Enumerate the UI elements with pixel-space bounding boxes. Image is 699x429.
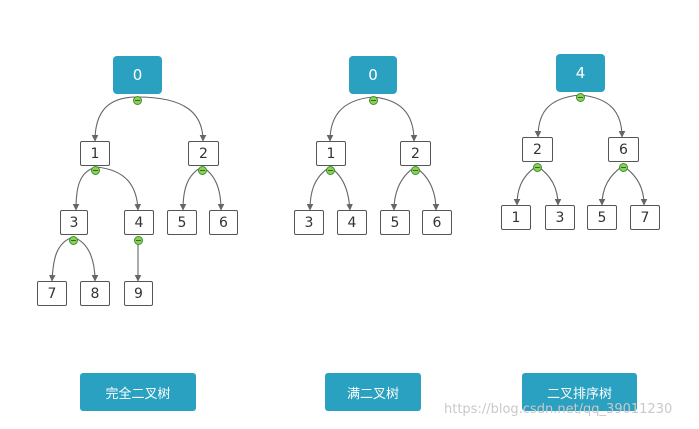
edge-t1-3-7 xyxy=(49,236,74,282)
tree3-node-5[interactable]: 5 xyxy=(587,205,617,230)
tree1-node-5[interactable]: 5 xyxy=(167,210,197,235)
tree2-node-6[interactable]: 6 xyxy=(422,210,452,235)
edge-t2-0-1 xyxy=(326,96,374,142)
tree3-node-1[interactable]: 1 xyxy=(501,205,531,230)
tree2-node-0[interactable]: 0 xyxy=(349,56,397,94)
edge-t2-0-2 xyxy=(372,96,418,142)
collapse-icon[interactable] xyxy=(533,163,542,172)
tree1-node-0[interactable]: 0 xyxy=(113,56,162,94)
collapse-icon[interactable] xyxy=(198,166,207,175)
collapse-icon[interactable] xyxy=(91,166,100,175)
tree1-node-1[interactable]: 1 xyxy=(80,141,110,166)
edge-t1-0-2 xyxy=(136,96,207,142)
edge-t1-0-1 xyxy=(91,96,138,142)
collapse-icon[interactable] xyxy=(134,236,143,245)
tree3-node-2[interactable]: 2 xyxy=(522,137,553,162)
tree2-node-1[interactable]: 1 xyxy=(316,141,346,166)
edge-t3-2-3 xyxy=(536,165,562,206)
collapse-icon[interactable] xyxy=(69,236,78,245)
edge-t3-2-1 xyxy=(513,165,538,206)
caption-complete-binary-tree: 完全二叉树 xyxy=(80,373,196,411)
tree1-node-7[interactable]: 7 xyxy=(37,281,67,306)
tree3-node-6[interactable]: 6 xyxy=(608,137,639,162)
collapse-icon[interactable] xyxy=(619,163,628,172)
tree2-node-2[interactable]: 2 xyxy=(400,141,431,166)
tree1-node-4[interactable]: 4 xyxy=(124,210,154,235)
watermark-url: https://blog.csdn.net/qq_39011230 xyxy=(444,402,673,417)
collapse-icon[interactable] xyxy=(369,96,378,105)
collapse-icon[interactable] xyxy=(326,166,335,175)
tree3-node-7[interactable]: 7 xyxy=(630,205,660,230)
edge-t2-1-3 xyxy=(306,166,331,211)
edge-t3-4-2 xyxy=(534,94,581,138)
tree1-node-9[interactable]: 9 xyxy=(124,281,153,306)
tree3-node-3[interactable]: 3 xyxy=(545,205,575,230)
edge-t3-6-7 xyxy=(622,165,648,206)
tree2-node-4[interactable]: 4 xyxy=(337,210,367,235)
edge-t3-6-5 xyxy=(598,165,624,206)
tree3-node-4[interactable]: 4 xyxy=(556,54,605,92)
caption-full-binary-tree: 满二叉树 xyxy=(325,373,421,411)
edge-t3-4-6 xyxy=(579,94,626,138)
caption-binary-search-tree: 二叉排序树 xyxy=(522,373,637,411)
collapse-icon[interactable] xyxy=(411,166,420,175)
edge-t1-1-4 xyxy=(95,166,142,211)
tree1-node-2[interactable]: 2 xyxy=(188,141,219,166)
collapse-icon[interactable] xyxy=(133,96,142,105)
tree2-node-3[interactable]: 3 xyxy=(294,210,324,235)
collapse-icon[interactable] xyxy=(576,93,585,102)
tree1-node-6[interactable]: 6 xyxy=(209,210,238,235)
tree1-node-8[interactable]: 8 xyxy=(80,281,110,306)
tree2-node-5[interactable]: 5 xyxy=(380,210,410,235)
tree1-node-3[interactable]: 3 xyxy=(60,210,88,235)
